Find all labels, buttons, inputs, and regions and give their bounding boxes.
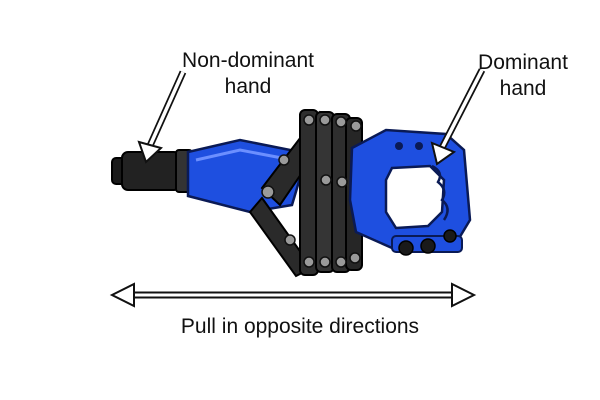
dominant-line2: hand [499,77,547,100]
non-dominant-line2: hand [224,75,272,98]
double-headed-arrow-icon [109,282,477,308]
linkage-bolts [261,114,364,268]
dominant-hand-label: Dominant hand [468,50,578,102]
linkage-plates [248,109,363,278]
pointer-arrow-icon [430,68,486,166]
non-dominant-hand-label: Non-dominant hand [178,48,318,100]
dominant-line1: Dominant [478,51,568,74]
pointer-arrow-icon [137,70,187,164]
handle-grip [348,128,472,256]
non-dominant-line1: Non-dominant [182,49,314,72]
pull-instruction-label: Pull in opposite directions [180,315,420,338]
